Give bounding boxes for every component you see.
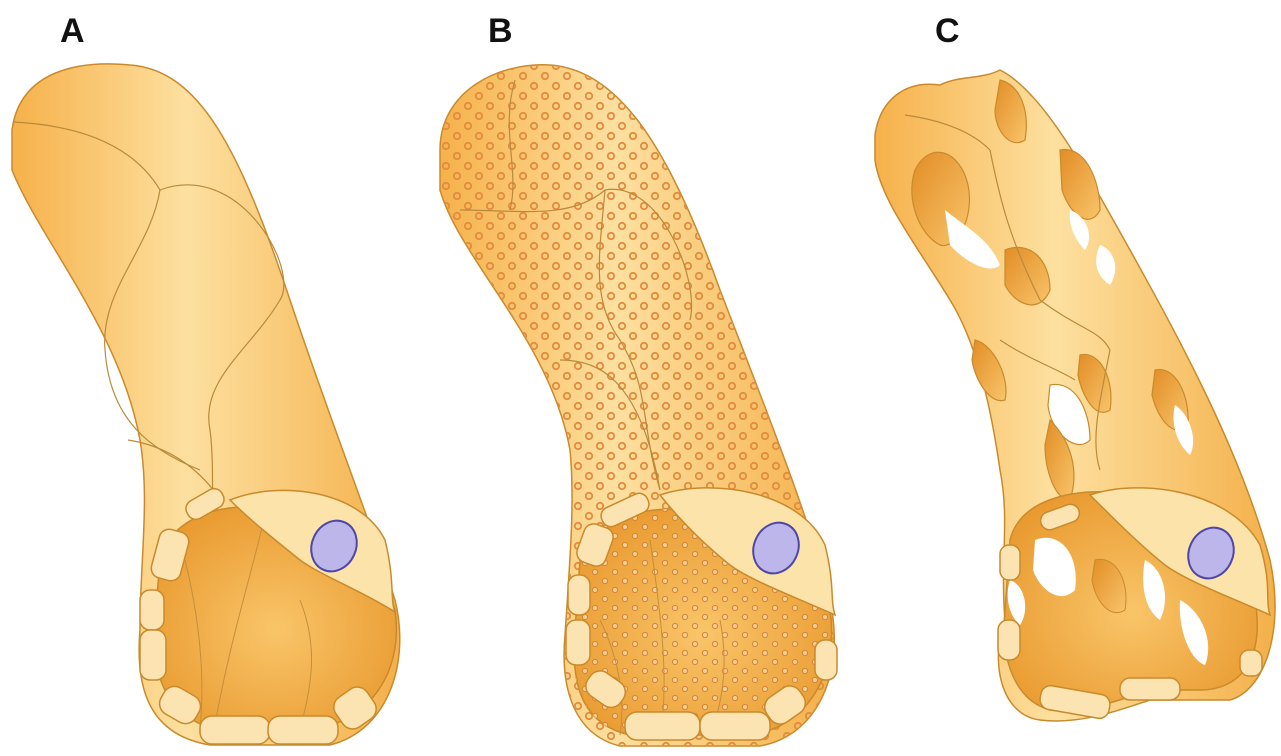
capillary-sinusoidal — [875, 70, 1275, 721]
capillary-continuous — [12, 64, 400, 745]
capillary-fenestrated — [440, 65, 837, 746]
